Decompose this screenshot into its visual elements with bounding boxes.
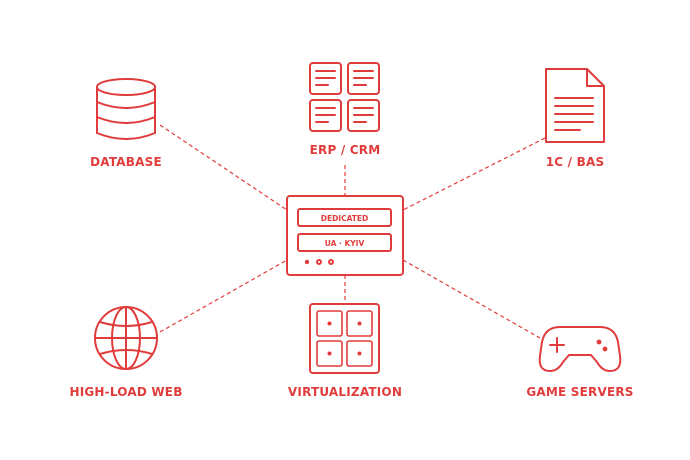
label-game-servers: GAME SERVERS (526, 385, 634, 399)
connector-1c-bas (402, 137, 546, 211)
vm-grid-icon (309, 303, 380, 374)
label-high-load-web: HIGH-LOAD WEB (69, 385, 183, 399)
connector-high-load-web (159, 259, 288, 333)
server-icon (286, 195, 404, 276)
gamepad-icon (538, 326, 622, 372)
document-icon (545, 68, 605, 143)
connectors (159, 124, 546, 339)
database-icon (96, 78, 156, 140)
hub-line-1: DEDICATED (321, 214, 369, 223)
label-database: DATABASE (90, 155, 162, 169)
label-1c-bas: 1C / BAS (545, 155, 605, 169)
documents-grid-icon (309, 62, 380, 132)
label-virtualization: VIRTUALIZATION (287, 385, 403, 399)
globe-icon (94, 306, 158, 370)
connector-database (159, 124, 288, 211)
gamepad-buttons (596, 339, 608, 352)
hub-line-2: UA · KYIV (325, 239, 365, 248)
label-erp-crm: ERP / CRM (309, 143, 381, 157)
connector-game-servers (402, 259, 541, 339)
vm-grid-dots (327, 321, 362, 356)
